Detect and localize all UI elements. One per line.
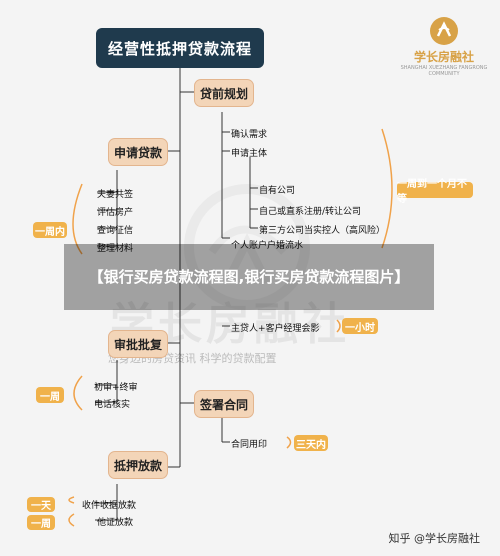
detail-register-company: 自己或直系注册/转让公司	[259, 207, 362, 217]
detail-receive: 收件收据放款	[82, 501, 137, 511]
brand-logo-icon	[430, 17, 458, 45]
detail-own-company: 自有公司	[259, 186, 296, 196]
detail-cancel: 他证放款	[97, 518, 134, 528]
detail-confirm-need: 确认需求	[231, 130, 268, 140]
detail-personal-account: 个人账户户婚流水	[231, 241, 304, 251]
pre-plan-node: 贷前规划	[194, 79, 254, 107]
badge-month: 一周到一个月不等	[397, 179, 473, 205]
review-approval-node: 审批批复	[108, 330, 168, 358]
detail-phone-check: 电话核实	[94, 400, 131, 410]
watermark-logo-icon	[184, 184, 310, 310]
apply-loan-node: 申请贷款	[108, 138, 168, 166]
badge-hour: 一小时	[342, 318, 378, 334]
detail-organize: 整理材料	[97, 244, 134, 254]
badge-week-apply: 一周内	[33, 222, 67, 238]
mortgage-release-node: 抵押放款	[108, 451, 168, 479]
detail-contract-print: 合同用印	[231, 440, 268, 450]
detail-third-party: 第三方公司当实控人（高风险）	[259, 226, 386, 236]
brand-block: 学长房融社 SHANGHAI XUEZHANG FANGRONG COMMUNI…	[399, 12, 489, 86]
badge-week-review: 一周	[36, 387, 64, 403]
overlay-banner: 【银行买房贷款流程图,银行买房贷款流程图片】	[64, 244, 434, 310]
detail-apply-subject: 申请主体	[231, 149, 268, 159]
footer-credit: 知乎 @学长房融社	[388, 532, 481, 545]
badge-week-final: 一周	[27, 515, 55, 530]
sign-contract-node: 签署合同	[194, 390, 254, 418]
detail-first-review: 初审+终审	[94, 383, 138, 393]
detail-borrower-meeting: 主贷人+客户经理会影	[231, 324, 320, 334]
diagram-title: 经营性抵押贷款流程	[96, 28, 264, 68]
badge-three-days: 三天内	[294, 435, 328, 451]
brand-subtitle: SHANGHAI XUEZHANG FANGRONG COMMUNITY	[400, 65, 488, 77]
detail-credit: 查询征信	[97, 226, 134, 236]
badge-day: 一天	[27, 497, 55, 512]
brand-name: 学长房融社	[413, 50, 474, 64]
detail-spouse: 夫妻共签	[97, 190, 134, 200]
detail-assess: 评估房产	[97, 208, 134, 218]
